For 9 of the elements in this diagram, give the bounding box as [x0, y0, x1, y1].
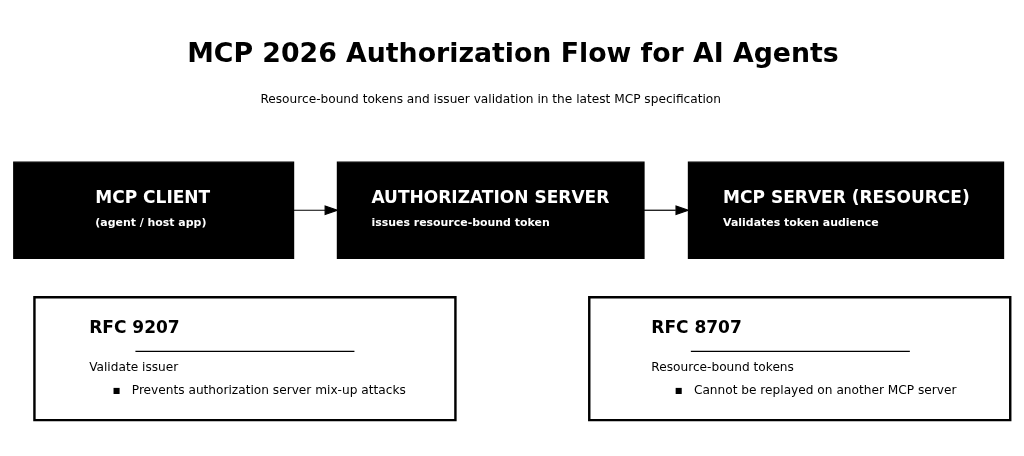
node-box: MCP CLIENT (agent / host app)	[13, 161, 295, 259]
node-box: RFC 8707 Resource-bound tokens Cannot be replayed on another MCP server	[588, 295, 1012, 421]
arrow	[293, 204, 340, 215]
diagram-title: MCP 2026 Authorization Flow for AI Agents	[187, 36, 839, 68]
node-box: RFC 9207 Validate issuer Prevents authorization server mix-up attacks	[33, 295, 457, 421]
node-box: MCP SERVER (RESOURCE) Validates token audience	[687, 161, 1005, 259]
label: Resource-bound tokens and issuer validation in the latest MCP specification	[260, 91, 722, 106]
arrow	[643, 204, 691, 215]
node-box: AUTHORIZATION SERVER issues resource-bound token	[336, 161, 645, 259]
